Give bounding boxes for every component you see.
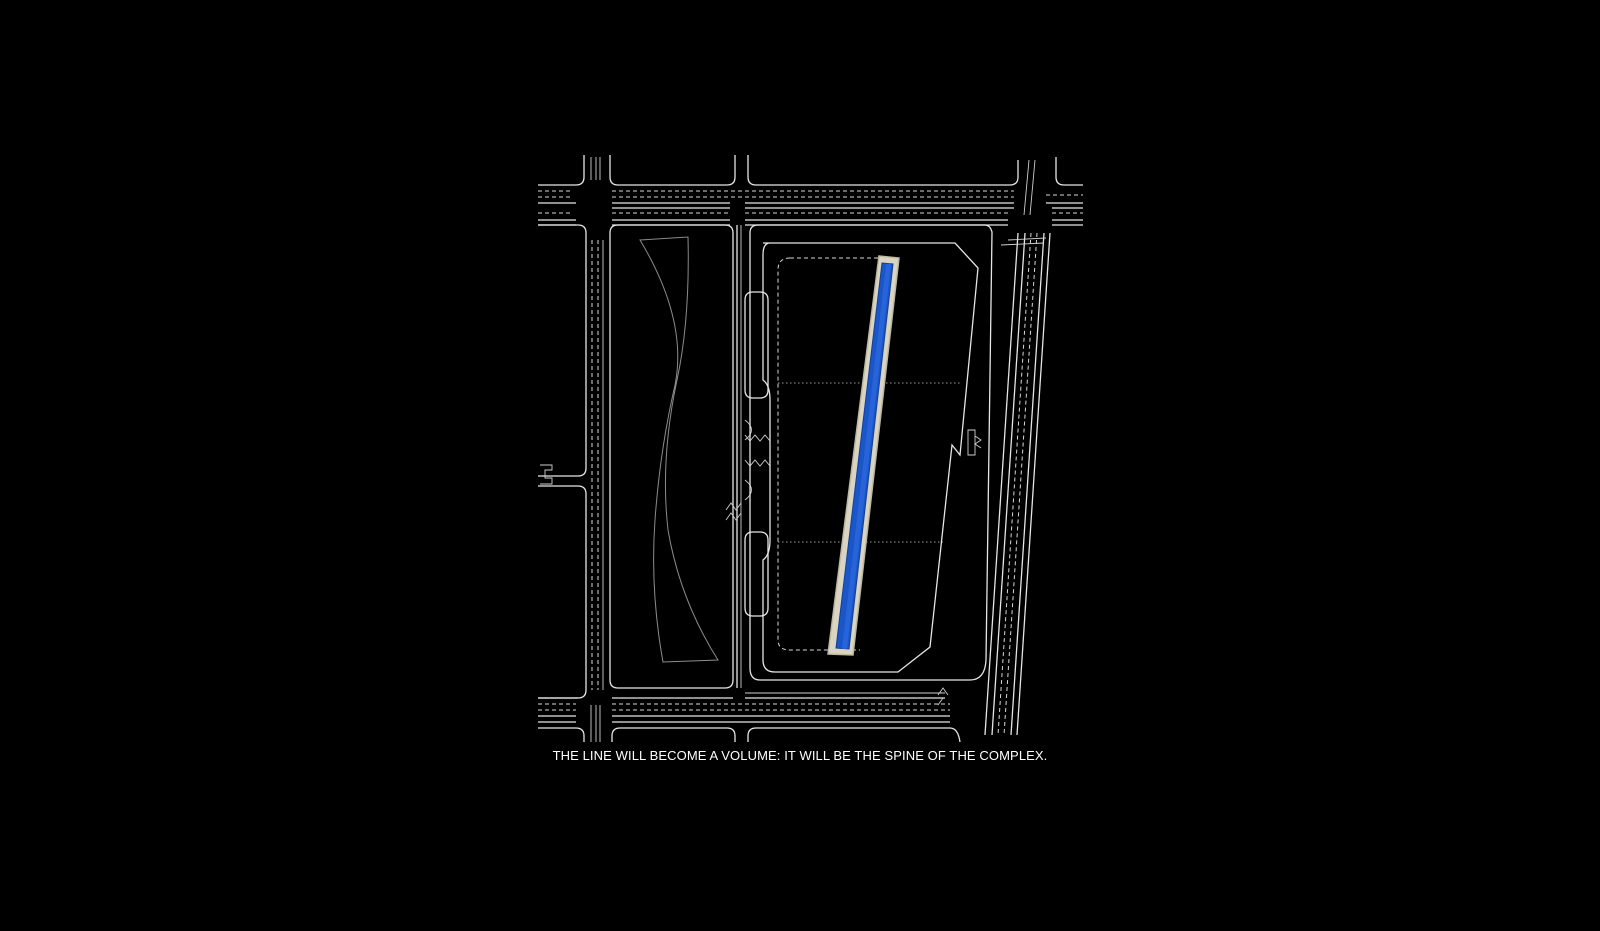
right-road bbox=[984, 232, 1051, 736]
left-street bbox=[538, 224, 604, 699]
bottom-street bbox=[538, 687, 961, 743]
top-street bbox=[538, 155, 1083, 226]
spine-volume bbox=[827, 255, 900, 656]
left-block bbox=[609, 224, 734, 689]
diagram-caption: THE LINE WILL BECOME A VOLUME: IT WILL B… bbox=[552, 748, 1048, 763]
